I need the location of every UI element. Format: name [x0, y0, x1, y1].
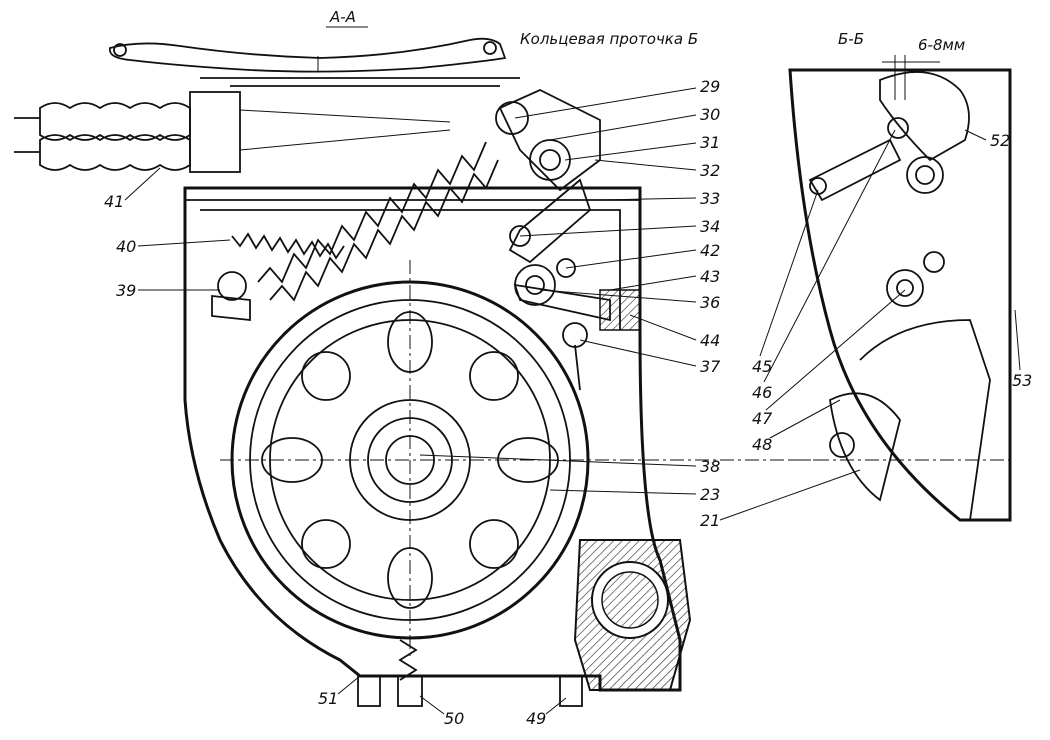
- section-aa-view: [14, 37, 820, 707]
- callout-47: 47: [752, 409, 773, 428]
- callout-48: 48: [752, 435, 772, 454]
- callout-49: 49: [526, 709, 546, 728]
- callouts-right: 52 53 45 46 47 48: [752, 129, 1032, 454]
- callout-38: 38: [700, 457, 720, 476]
- gap-dimension-label: 6-8мм: [918, 36, 965, 54]
- callout-23: 23: [700, 485, 720, 504]
- callout-45: 45: [752, 357, 772, 376]
- callout-37: 37: [700, 357, 721, 376]
- callout-46: 46: [752, 383, 772, 402]
- callout-30: 30: [700, 105, 720, 124]
- callout-52: 52: [990, 131, 1010, 150]
- callout-51: 51: [318, 689, 338, 708]
- section-aa-title: А-А: [329, 8, 356, 26]
- callouts-left: 41 40 39 51 50 49: [104, 167, 567, 728]
- gear-housing: [573, 539, 692, 691]
- main-spring: [257, 141, 499, 302]
- callout-33: 33: [700, 189, 720, 208]
- callout-36: 36: [700, 293, 720, 312]
- callout-42: 42: [700, 241, 720, 260]
- section-bb-view: [788, 55, 1012, 522]
- callout-53: 53: [1012, 371, 1032, 390]
- callout-31: 31: [700, 133, 720, 152]
- callout-44: 44: [700, 331, 720, 350]
- callout-50: 50: [444, 709, 464, 728]
- cable-bellows: [14, 91, 451, 173]
- callout-29: 29: [700, 77, 720, 96]
- callout-32: 32: [700, 161, 720, 180]
- clutch-drum: [220, 260, 820, 660]
- callouts-middle: 29 30 31 32 33 34 42 43 36 44 37 38 23 2…: [419, 77, 861, 530]
- callout-34: 34: [700, 217, 720, 236]
- callout-39: 39: [116, 281, 136, 300]
- callout-43: 43: [700, 267, 720, 286]
- annular-groove-label: Кольцевая проточка Б: [520, 30, 698, 48]
- callout-40: 40: [116, 237, 136, 256]
- callout-21: 21: [700, 511, 720, 530]
- section-bb-title: Б-Б: [838, 30, 864, 48]
- lever-linkage: [211, 89, 641, 391]
- callout-41: 41: [104, 192, 124, 211]
